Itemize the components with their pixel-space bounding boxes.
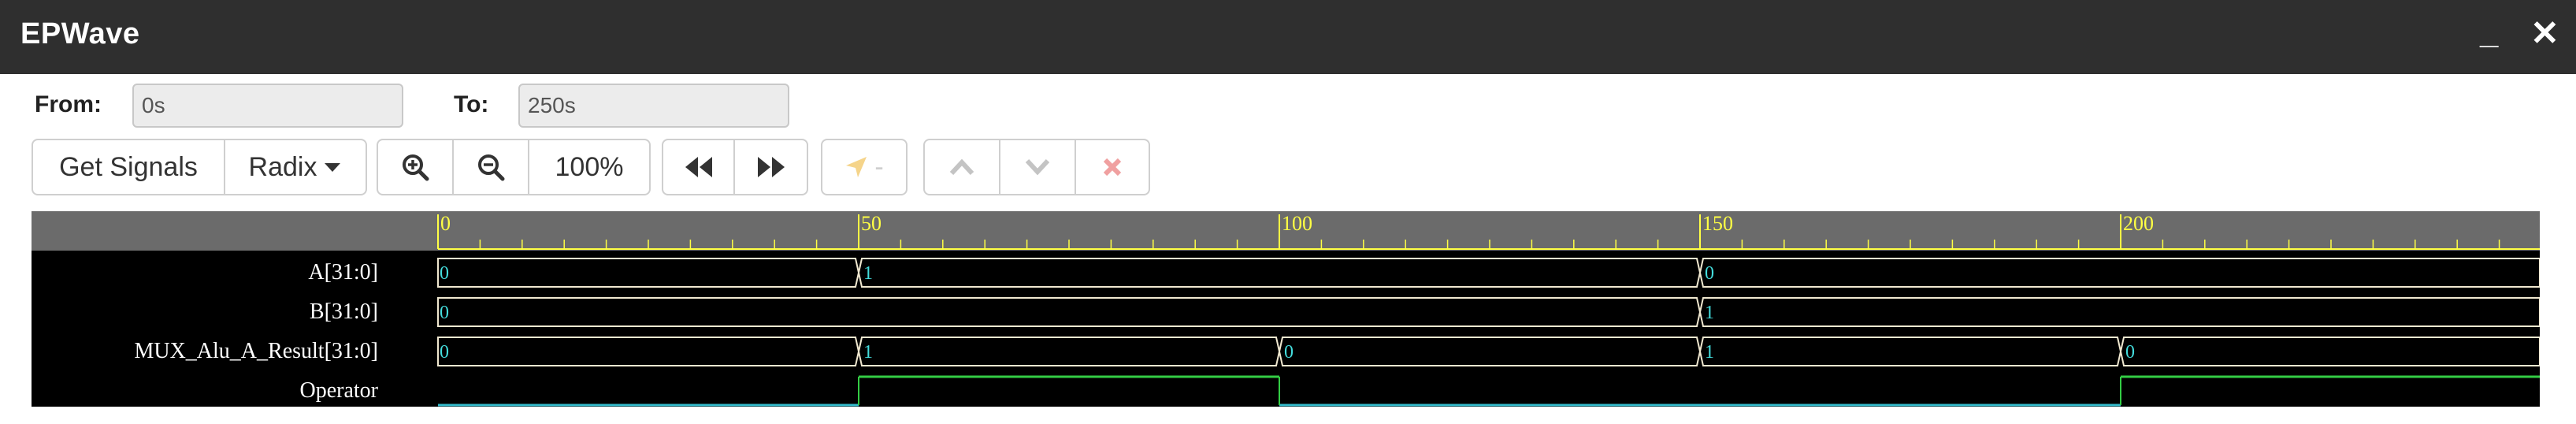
bus-value-label: 1 [863,263,873,284]
ruler-tick-label: 100 [1282,212,1312,235]
window-title: EPWave [20,17,140,50]
chevron-up-icon [949,158,974,176]
zoom-group: 100% [377,139,651,195]
bus-segment [1698,258,2540,288]
title-bar: EPWave _ ✕ [0,0,2576,74]
waveform-panel[interactable]: A[31:0] B[31:0] MUX_Alu_A_Result[31:0] Oper… [32,211,2540,407]
get-signals-button[interactable]: Get Signals [33,140,225,194]
bus-value-label: 0 [440,303,449,323]
previous-edge-button[interactable] [663,140,736,194]
bus-segment [857,337,1281,366]
bus-value-label: 0 [440,342,449,363]
bus-value-label: 1 [863,342,873,363]
bus-segment [437,297,1702,327]
zoom-out-icon [478,154,505,181]
from-label: From: [35,91,102,117]
remove-signal-button[interactable] [1076,140,1149,194]
signal-name[interactable]: Operator [299,378,378,403]
bus-value-label: 1 [1705,303,1714,323]
next-edge-button[interactable] [735,140,807,194]
zoom-level[interactable]: 100% [555,151,624,182]
move-up-button[interactable] [925,140,1000,194]
navigate-group [662,139,808,195]
minimize-button[interactable]: _ [2480,13,2499,50]
signal-name[interactable]: B[31:0] [309,299,378,324]
bus-segment [437,258,860,288]
from-input[interactable] [132,84,403,128]
chevron-down-icon [1025,158,1050,176]
ruler-tick-label: 50 [861,212,882,235]
to-input[interactable] [518,84,789,128]
to-label: To: [454,91,489,117]
radix-label: Radix [248,151,317,182]
signal-name[interactable]: A[31:0] [308,260,378,285]
time-ruler [32,211,2540,251]
remove-icon [1103,158,1122,177]
bus-segment [1698,297,2540,327]
cursor-label: - [874,151,884,182]
bus-segment [1278,337,1702,366]
signal-name[interactable]: MUX_Alu_A_Result[31:0] [134,339,378,363]
bus-segment [857,258,1702,288]
bus-segment [2119,337,2540,366]
bus-value-label: 0 [1284,342,1294,363]
close-button[interactable]: ✕ [2530,14,2559,53]
signals-group: Get Signals Radix [32,139,367,195]
radix-button[interactable]: Radix [225,140,366,194]
ruler-tick-label: 0 [440,212,451,235]
ruler-tick-label: 200 [2123,212,2154,235]
ruler-tick-label: 150 [1702,212,1733,235]
location-arrow-icon [846,157,867,177]
signal-order-group [923,139,1150,195]
fast-forward-icon [757,157,785,177]
cursor-group: - [821,139,908,195]
bus-value-label: 1 [1705,342,1714,363]
bus-segment [437,337,860,366]
cursor-button[interactable]: - [822,140,906,194]
zoom-in-icon [403,154,429,181]
zoom-out-button[interactable] [454,140,529,194]
bus-segment [1698,337,2122,366]
bus-value-label: 0 [1705,263,1714,284]
move-down-button[interactable] [1000,140,1076,194]
bus-value-label: 0 [2125,342,2135,363]
zoom-in-button[interactable] [378,140,454,194]
caret-down-icon [325,163,341,172]
bus-value-label: 0 [440,263,449,284]
fast-backward-icon [685,157,712,177]
